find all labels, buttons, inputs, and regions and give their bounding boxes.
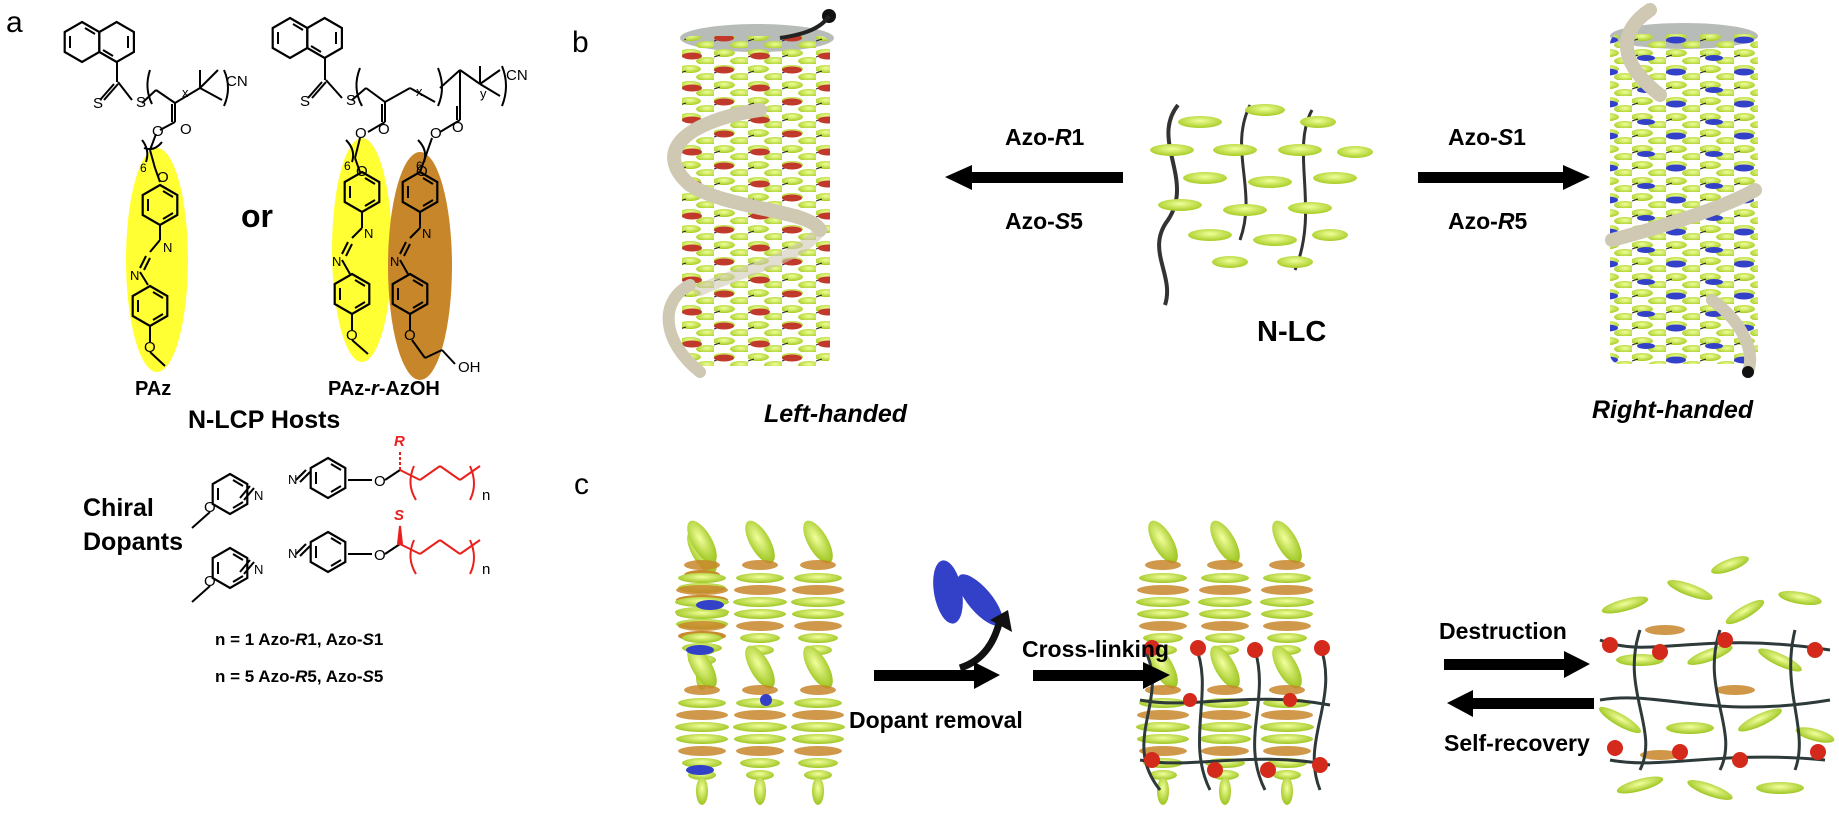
chem-x: x — [182, 85, 189, 100]
destruction-label: Destruction — [1439, 618, 1567, 644]
n-row-1: n = 1 Azo-R1, Azo-S1 — [215, 630, 384, 649]
chem-n-atom: N — [288, 472, 297, 487]
host-label-paz-r-azoh: PAz-r-AzOH — [328, 378, 440, 400]
or-label: or — [241, 198, 273, 234]
chem-o-atom: O — [374, 547, 386, 564]
chem-o-atom: O — [180, 121, 192, 138]
chem-o-atom: O — [152, 123, 164, 140]
chem-n-atom: N — [130, 268, 139, 283]
chem-n-atom: N — [422, 226, 431, 241]
chem-s-atom: S — [136, 94, 146, 111]
cross-linking-label: Cross-linking — [1022, 636, 1169, 662]
chem-n-atom: N — [254, 488, 263, 503]
arrow-to-left-handed — [972, 172, 1123, 183]
chem-o-atom: O — [430, 125, 442, 142]
chem-o-atom: O — [356, 163, 368, 180]
left-arrow-label-top: Azo-R1 — [1005, 124, 1085, 150]
paz-mesogen-highlight — [126, 148, 188, 372]
chem-n-atom: N — [390, 254, 399, 269]
arrow-cross-linking — [1033, 670, 1143, 681]
chem-n-atom: N — [364, 226, 373, 241]
chem-o-atom: O — [416, 163, 428, 180]
chiral-dopants-title-line1: Chiral — [83, 494, 154, 522]
n-lc-cluster — [1150, 103, 1373, 306]
dopant-removal-label: Dopant removal — [849, 707, 1023, 733]
removed-dopants — [933, 560, 1012, 672]
stereo-label-s: S — [394, 507, 404, 524]
chem-s-atom: S — [300, 93, 310, 110]
chem-y: y — [480, 86, 487, 101]
chem-o-atom: O — [404, 327, 416, 344]
chem-s-atom: S — [346, 92, 356, 109]
chem-six: 6 — [344, 159, 351, 173]
panel-letter-a: a — [6, 6, 23, 39]
arrow-dopant-removal — [874, 670, 974, 681]
n-row-2: n = 5 Azo-R5, Azo-S5 — [215, 667, 384, 686]
chem-six: 6 — [416, 159, 423, 173]
chem-o-atom: O — [452, 119, 464, 136]
chem-o-atom: O — [346, 327, 358, 344]
right-arrow-label-bottom: Azo-R5 — [1448, 208, 1528, 234]
arrow-to-right-handed — [1418, 172, 1563, 183]
chem-six: 6 — [140, 161, 147, 175]
azoh-mesogen-highlight — [388, 152, 452, 380]
chem-n-atom: N — [163, 240, 172, 255]
destroyed-network — [1599, 556, 1835, 800]
chem-cn: CN — [226, 73, 248, 90]
chem-o-atom: O — [204, 499, 216, 516]
chem-cn: CN — [506, 67, 528, 84]
n-lc-label: N-LC — [1257, 316, 1327, 348]
chem-o-atom: O — [204, 573, 216, 590]
hosts-title: N-LCP Hosts — [188, 406, 341, 434]
chem-n-atom: N — [254, 562, 263, 577]
chem-n-subscript: n — [482, 561, 490, 578]
chem-oh: OH — [458, 359, 481, 376]
chem-o-atom: O — [144, 339, 156, 356]
right-handed-helix — [1605, 3, 1762, 378]
chem-n-atom: N — [332, 254, 341, 269]
chem-x: x — [416, 84, 423, 99]
chem-o-atom: O — [378, 121, 390, 138]
panel-letter-c: c — [574, 468, 589, 501]
left-handed-caption: Left-handed — [764, 400, 908, 428]
host-label-paz: PAz — [135, 378, 172, 400]
right-arrow-label-top: Azo-S1 — [1448, 124, 1526, 150]
arrow-destruction — [1444, 659, 1564, 670]
arrow-self-recovery — [1473, 698, 1594, 709]
chem-s-atom: S — [93, 95, 103, 112]
panel-letter-b: b — [572, 26, 589, 59]
chem-o-atom: O — [157, 169, 169, 186]
paz-r-azoh-mesogen-highlight — [332, 138, 392, 362]
chem-o-atom: O — [355, 125, 367, 142]
self-recovery-label: Self-recovery — [1444, 730, 1590, 756]
right-handed-caption: Right-handed — [1592, 396, 1754, 424]
crosslinked-network — [1136, 516, 1331, 805]
chiral-dopants-title-line2: Dopants — [83, 528, 183, 556]
left-handed-helix — [662, 9, 836, 378]
chem-n-atom: N — [288, 546, 297, 561]
stereo-label-r: R — [394, 433, 405, 450]
doped-lc-columns — [675, 516, 845, 805]
chem-n-subscript: n — [482, 487, 490, 504]
left-arrow-label-bottom: Azo-S5 — [1005, 208, 1083, 234]
chem-o-atom: O — [374, 473, 386, 490]
